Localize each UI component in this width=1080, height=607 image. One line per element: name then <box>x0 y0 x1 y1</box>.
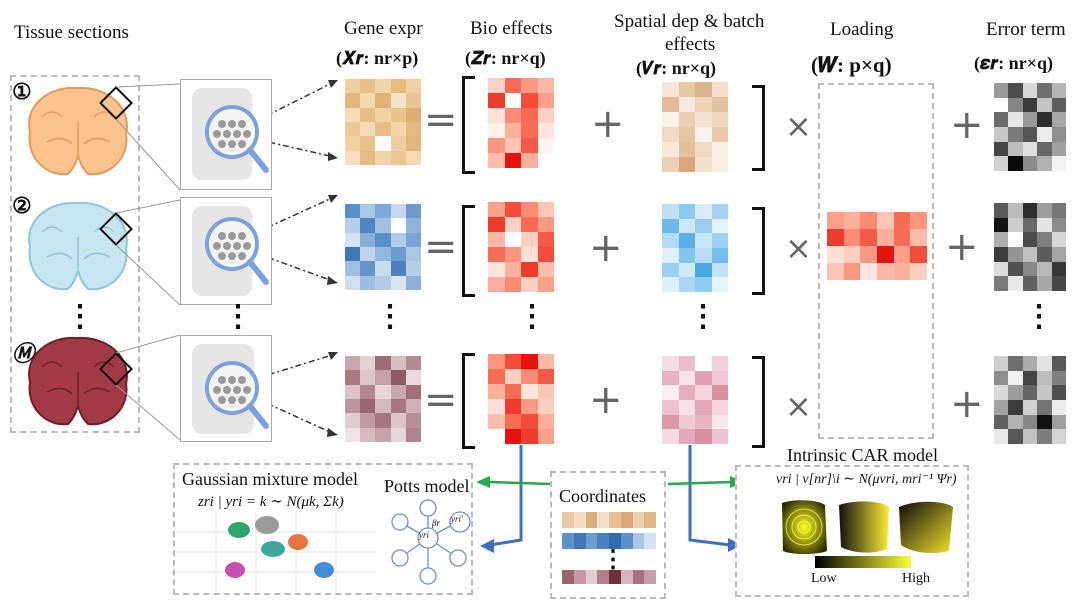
potts-neighbor-node: yri′ <box>451 514 463 524</box>
gene-expr-dims: (𝑿𝒓: nr×p) <box>336 48 419 68</box>
car-colorbar-high: High <box>902 571 930 586</box>
spatial-matrix-1 <box>662 82 728 172</box>
bracket-left-1 <box>462 76 475 174</box>
plus-sign-zv-m: + <box>589 377 623 423</box>
plus-sign-err-1: + <box>950 102 984 148</box>
error-term-header: Error term <box>986 19 1066 40</box>
coordinates-title: Coordinates <box>559 486 646 506</box>
gmm-formula: zri | yri = k ∼ N(μk, Σk) <box>198 494 344 510</box>
gene-expr-matrix-2 <box>345 204 421 290</box>
plus-sign-zv-2: + <box>589 225 623 271</box>
section-number-1: ① <box>12 79 32 104</box>
loading-header: Loading <box>830 19 894 40</box>
loading-frame <box>818 83 934 439</box>
car-colorbar <box>815 556 911 568</box>
bio-effects-matrix-1 <box>488 78 554 168</box>
error-term-dims: (𝜺𝒓: nr×q) <box>974 53 1053 73</box>
tissue-sections-header: Tissue sections <box>14 22 129 43</box>
brain-orange-icon <box>28 86 128 176</box>
section-number-m: Ⓜ <box>12 341 35 366</box>
error-matrix-m <box>994 356 1066 444</box>
potts-graph-icon <box>391 499 471 585</box>
equals-sign-2: = <box>424 224 458 270</box>
times-sign-2: × <box>785 229 812 267</box>
spatial-matrix-2 <box>662 204 728 292</box>
equals-sign-m: = <box>424 377 458 423</box>
error-matrix-1 <box>994 83 1066 171</box>
brain-blue-icon <box>28 201 128 291</box>
car-spatial-maps-icon <box>782 500 953 554</box>
tissue-sections-frame <box>10 75 140 433</box>
potts-center-node: yri <box>419 530 429 540</box>
bracket-right-1 <box>752 85 765 171</box>
spatial-header-line1: Spatial dep & batch <box>614 11 765 32</box>
spatial-matrix-m <box>662 356 728 444</box>
coordinates-ellipsis: ⋮ <box>601 547 625 573</box>
spatial-dims: (𝑽𝒓: nr×q) <box>636 58 717 78</box>
brain-red-icon <box>28 336 128 426</box>
coordinates-row-2 <box>562 533 656 549</box>
coordinates-row-1 <box>562 512 656 528</box>
spatial-header-line2: effects <box>665 34 716 55</box>
gene-expr-matrix-m <box>345 356 421 442</box>
coordinates-row-m <box>562 570 656 584</box>
plus-sign-zv-1: + <box>591 101 625 147</box>
potts-title: Potts model <box>384 476 470 496</box>
car-formula: vri | v[nr]\i ∼ N(μvri, mri⁻¹ Ψr) <box>776 472 957 487</box>
plus-sign-err-m: + <box>950 381 984 427</box>
gene-expr-matrix-1 <box>345 79 421 165</box>
bio-effects-dims: (𝒁𝒓: nr×q) <box>465 48 546 68</box>
bracket-right-2 <box>752 207 765 295</box>
equals-sign-1: = <box>424 97 458 143</box>
loading-dims: (𝑾: p×q) <box>811 53 892 77</box>
bracket-left-2 <box>462 205 475 297</box>
car-title: Intrinsic CAR model <box>787 445 938 465</box>
times-sign-m: × <box>785 387 812 425</box>
bio-effects-matrix-2 <box>488 202 554 292</box>
bracket-left-m <box>462 353 475 449</box>
gene-expr-header: Gene expr <box>344 18 423 39</box>
bio-effects-matrix-m <box>488 354 554 444</box>
section-number-2: ② <box>12 193 32 218</box>
plus-sign-err-2: + <box>945 224 979 270</box>
gmm-title: Gaussian mixture model <box>182 469 358 489</box>
bio-effects-header: Bio effects <box>470 18 553 39</box>
potts-beta: βr <box>432 518 440 528</box>
bracket-right-m <box>752 356 765 448</box>
gmm-clusters-icon <box>176 512 376 592</box>
times-sign-1: × <box>785 107 812 145</box>
error-matrix-2 <box>994 203 1066 291</box>
loading-matrix <box>827 212 927 280</box>
car-colorbar-low: Low <box>811 571 837 586</box>
